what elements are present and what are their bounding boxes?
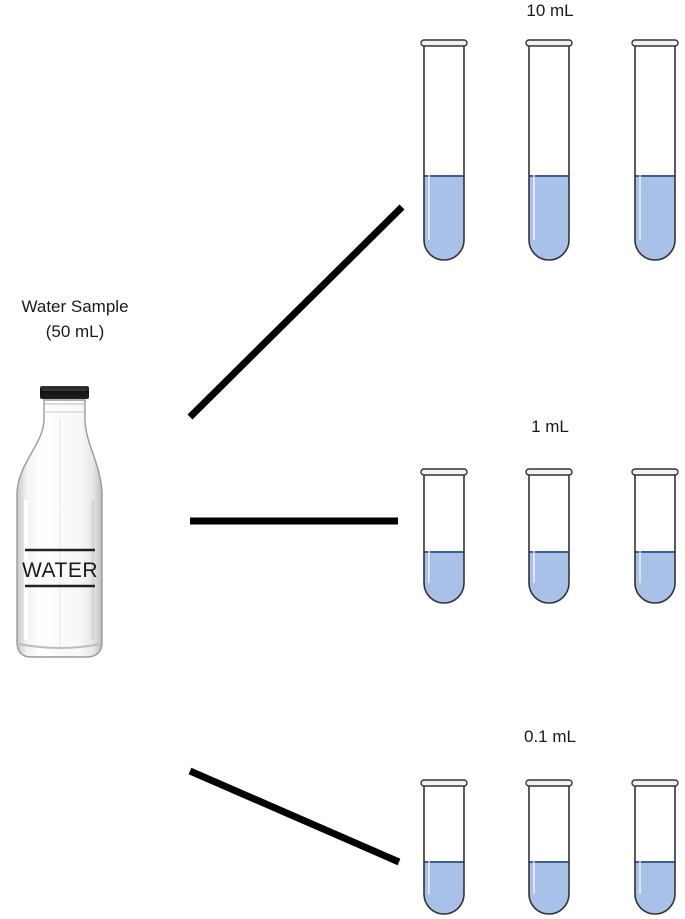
group-label-1ml: 1 mL (531, 417, 569, 436)
tube-outline (634, 45, 676, 261)
tube-outline (528, 45, 570, 261)
test-tube-1ml-1 (420, 468, 468, 604)
tube-outline (423, 45, 465, 261)
tube-rim (525, 468, 573, 476)
tube-rim (631, 779, 679, 787)
test-tube-10ml-1 (420, 39, 468, 261)
test-tube-10ml-3 (631, 39, 679, 261)
tube-liquid (635, 862, 675, 914)
tube-liquid (424, 552, 464, 603)
tube-outline (423, 785, 465, 915)
tube-outline (423, 474, 465, 604)
tube-outline (634, 785, 676, 915)
tube-outline (528, 785, 570, 915)
tube-liquid (424, 176, 464, 260)
tube-rim (525, 779, 573, 787)
tube-rim (631, 468, 679, 476)
tube-liquid (529, 862, 569, 914)
glass-bottle-icon (16, 386, 103, 658)
water-sample-title: Water Sample (21, 297, 129, 316)
test-tube-1ml-2 (525, 468, 573, 604)
tube-liquid (529, 552, 569, 603)
test-tube-0-1ml-1 (420, 779, 468, 915)
tube-liquid (635, 552, 675, 603)
tube-rim (631, 39, 679, 47)
test-tube-0-1ml-3 (631, 779, 679, 915)
test-tube-0-1ml-2 (525, 779, 573, 915)
tube-rim (420, 468, 468, 476)
tube-liquid (529, 176, 569, 260)
tube-rim (420, 39, 468, 47)
group-label-10ml: 10 mL (526, 1, 574, 20)
bottle-label-text: WATER (22, 559, 98, 582)
water-sample-volume: (50 mL) (45, 322, 105, 341)
tube-liquid (424, 862, 464, 914)
connector-line-10ml (187, 204, 405, 420)
test-tube-10ml-2 (525, 39, 573, 261)
test-tube-1ml-3 (631, 468, 679, 604)
tube-rim (420, 779, 468, 787)
tube-outline (634, 474, 676, 604)
tube-outline (528, 474, 570, 604)
test-tubes (420, 39, 679, 915)
tube-rim (525, 39, 573, 47)
tube-liquid (635, 176, 675, 260)
connector-line-0-1ml (188, 767, 401, 866)
group-label-0-1ml: 0.1 mL (524, 727, 576, 746)
